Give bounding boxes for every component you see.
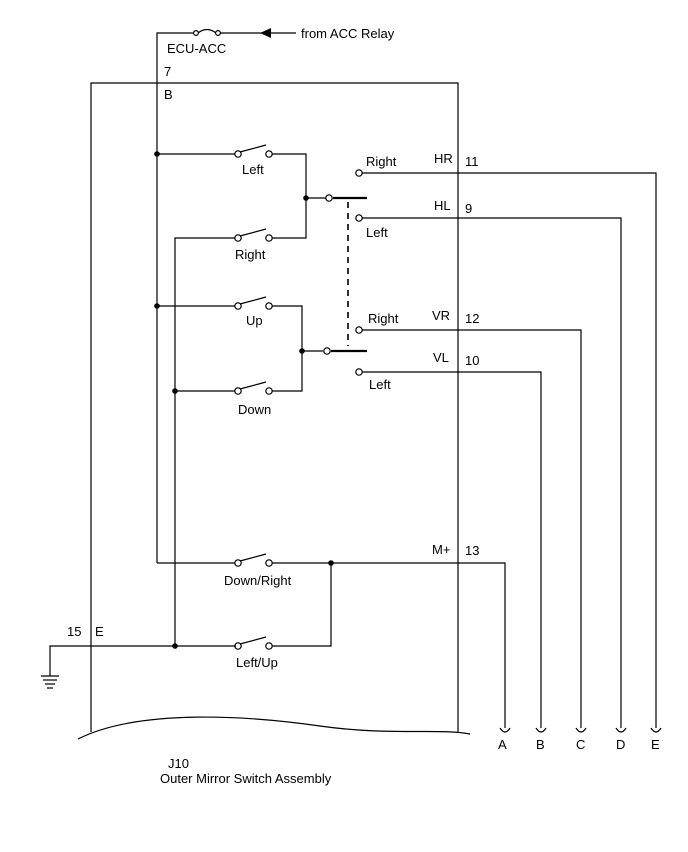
pin-vr-name: VR (432, 308, 450, 323)
selector-lower-left-contact (355, 368, 363, 376)
selector-lower-right-contact (355, 326, 363, 334)
arrow-icon (260, 28, 271, 38)
switch-down (234, 381, 273, 395)
pin-vl-number: 10 (465, 353, 479, 368)
pin-acc-name: B (164, 87, 173, 102)
switch-down-right-label: Down/Right (224, 573, 292, 588)
connector-b-label: B (536, 737, 545, 752)
fuse-label: ECU-ACC (167, 41, 226, 56)
junction-dot (328, 560, 334, 566)
switch-down-right (234, 553, 273, 567)
component-code: J10 (168, 756, 189, 771)
pin-vl-name: VL (433, 350, 449, 365)
source-label: from ACC Relay (301, 26, 395, 41)
pin-mplus-name: M+ (432, 542, 450, 557)
connector-e-label: E (651, 737, 660, 752)
connector-c-label: C (576, 737, 585, 752)
switch-left-up-label: Left/Up (236, 655, 278, 670)
acc-feed-wire (156, 32, 194, 563)
selector-lower-left-label: Left (369, 377, 391, 392)
pin-ground-name: E (95, 624, 104, 639)
selector-lower-common (323, 347, 331, 355)
component-name: Outer Mirror Switch Assembly (160, 771, 332, 786)
switch-left-label: Left (242, 162, 264, 177)
junction-dot (299, 348, 305, 354)
component-break-line (77, 716, 471, 740)
connector-a-label: A (498, 737, 507, 752)
pin-hl-number: 9 (465, 201, 472, 216)
junction-dot (154, 151, 160, 157)
switch-left (234, 144, 273, 158)
pin-ground-number: 15 (67, 624, 81, 639)
selector-upper-common (325, 194, 333, 202)
switch-right (234, 228, 273, 242)
switch-up-label: Up (246, 313, 263, 328)
switch-up (234, 296, 273, 310)
connector-d-label: D (616, 737, 625, 752)
selector-upper-left-contact (355, 214, 363, 222)
wire-vr (362, 329, 582, 728)
wire-hr (362, 172, 657, 728)
junction-dot (172, 388, 178, 394)
wire-hl (362, 217, 622, 728)
pin-mplus-number: 13 (465, 543, 479, 558)
selector-lower-right-label: Right (368, 311, 399, 326)
fuse-symbol (193, 28, 222, 37)
pin-hl-name: HL (434, 198, 451, 213)
switch-down-label: Down (238, 402, 271, 417)
ground-icon (41, 675, 59, 689)
switch-right-label: Right (235, 247, 266, 262)
component-outline (90, 82, 459, 732)
pin-hr-name: HR (434, 151, 453, 166)
switch-left-up (234, 636, 273, 650)
pin-vr-number: 12 (465, 311, 479, 326)
wire-ground (49, 645, 236, 676)
pin-acc-number: 7 (164, 64, 171, 79)
junction-dot (154, 303, 160, 309)
junction-dot (172, 643, 178, 649)
pin-hr-number: 11 (465, 154, 479, 169)
selector-upper-left-label: Left (366, 225, 388, 240)
selector-upper-right-contact (355, 169, 363, 177)
junction-dot (303, 195, 309, 201)
wire-vl (362, 371, 542, 728)
wire-mplus (272, 562, 506, 728)
selector-upper-right-label: Right (366, 154, 397, 169)
connector-terminal-icons (499, 727, 662, 733)
